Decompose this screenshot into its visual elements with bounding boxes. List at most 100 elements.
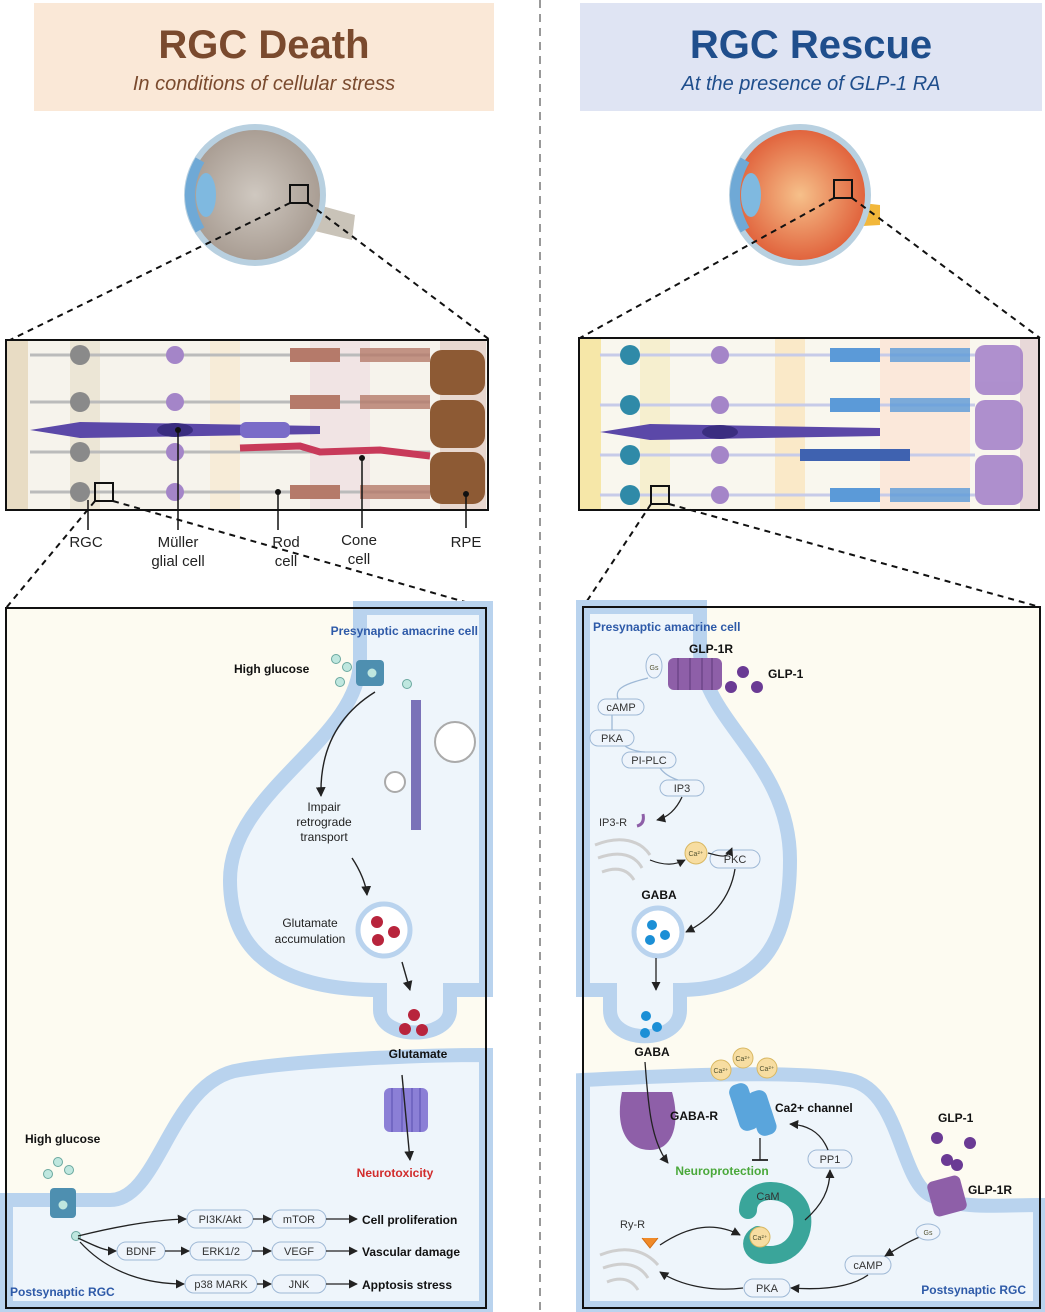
vascular-damage-label: Vascular damage bbox=[362, 1245, 460, 1259]
pill-piplc bbox=[621, 751, 677, 769]
left-glutamate-label: Glutamate bbox=[389, 1047, 448, 1061]
p38-label: p38 MARK bbox=[194, 1279, 248, 1291]
ryr-icon bbox=[641, 1237, 659, 1249]
left-subtitle: In conditions of cellular stress bbox=[133, 73, 395, 95]
left-header: RGC Death In conditions of cellular stre… bbox=[34, 3, 494, 111]
receptor-icon bbox=[384, 1088, 428, 1132]
glutamate-acc-1: Glutamate bbox=[282, 916, 338, 930]
pkc-label: PKC bbox=[724, 854, 747, 866]
vesicle-icon bbox=[384, 771, 406, 793]
zoom-line bbox=[582, 503, 652, 608]
right-title: RGC Rescue bbox=[690, 23, 932, 67]
piplc-label: PI-PLC bbox=[631, 755, 667, 767]
ca-label-1: Ca²⁺ bbox=[689, 851, 704, 858]
receptor-icon bbox=[619, 1092, 676, 1150]
vesicle-icon bbox=[355, 901, 413, 959]
right-postsynaptic-label: Postsynaptic RGC bbox=[921, 1283, 1026, 1297]
glp1r-post-label: GLP-1R bbox=[968, 1183, 1012, 1197]
glutamate-acc-2: accumulation bbox=[275, 932, 346, 946]
gs-post-label: Gs bbox=[924, 1230, 933, 1237]
label-rpe: RPE bbox=[451, 534, 482, 551]
pill-pkc bbox=[709, 849, 761, 869]
er-icon bbox=[599, 1248, 660, 1291]
zoom-line bbox=[9, 202, 291, 341]
label-rgc: RGC bbox=[69, 534, 103, 551]
pi3k-label: PI3K/Akt bbox=[199, 1214, 242, 1226]
label-rod-2: cell bbox=[275, 553, 298, 570]
label-rod-1: Rod bbox=[272, 534, 300, 551]
vesicle-icon bbox=[631, 905, 685, 959]
calcium-icons bbox=[710, 1047, 778, 1081]
eye-icon bbox=[184, 124, 355, 266]
ip3r-label: IP3-R bbox=[599, 817, 627, 829]
right-header: RGC Rescue At the presence of GLP-1 RA bbox=[580, 3, 1042, 111]
receptor-icon bbox=[668, 658, 722, 690]
calmodulin-icon bbox=[739, 1182, 812, 1265]
impair-line-3: transport bbox=[300, 830, 348, 844]
vegf-label: VEGF bbox=[284, 1246, 314, 1258]
pill-pp1 bbox=[807, 1149, 853, 1169]
glp1-molecules bbox=[725, 666, 763, 693]
zoom-line bbox=[668, 503, 1041, 608]
neurotoxicity-label: Neurotoxicity bbox=[357, 1166, 434, 1180]
cam-label: CaM bbox=[756, 1191, 779, 1203]
microtubule bbox=[411, 700, 421, 830]
zoom-line bbox=[112, 500, 487, 609]
pill-ip3 bbox=[659, 779, 705, 797]
calcium-icon bbox=[749, 1226, 771, 1248]
zoom-line bbox=[5, 500, 96, 609]
bdnf-label: BDNF bbox=[126, 1246, 156, 1258]
ca-channel-label: Ca2+ channel bbox=[775, 1101, 853, 1115]
glucose-transporter-icon bbox=[50, 1188, 76, 1218]
label-cone-1: Cone bbox=[341, 532, 377, 549]
zoom-line bbox=[307, 202, 491, 341]
left-title: RGC Death bbox=[158, 23, 369, 67]
left-presynaptic-label: Presynaptic amacrine cell bbox=[331, 624, 478, 638]
pp1-label: PP1 bbox=[820, 1154, 841, 1166]
er-icon bbox=[594, 838, 652, 881]
camp-pre-label: cAMP bbox=[606, 702, 635, 714]
right-retina-strip bbox=[578, 337, 1040, 511]
pill-camp-pre bbox=[597, 698, 645, 716]
glp1-molecules bbox=[931, 1132, 976, 1171]
right-subtitle: At the presence of GLP-1 RA bbox=[680, 73, 940, 95]
ca-channel-icon bbox=[729, 1083, 777, 1136]
mtor-label: mTOR bbox=[283, 1214, 315, 1226]
pka-post-label: PKA bbox=[756, 1283, 779, 1295]
gaba-vesicle-label: GABA bbox=[641, 888, 677, 902]
ca-label-2: Ca²⁺ bbox=[714, 1068, 729, 1075]
left-postsynaptic-label: Postsynaptic RGC bbox=[10, 1285, 115, 1299]
zoom-line bbox=[851, 197, 1041, 339]
left-retina-strip bbox=[5, 339, 489, 511]
vesicle-icon bbox=[434, 721, 476, 763]
glucose-molecules bbox=[331, 654, 412, 689]
gs-pre-label: Gs bbox=[650, 665, 659, 672]
ca-label-4: Ca²⁺ bbox=[760, 1066, 775, 1073]
ca-label-3: Ca²⁺ bbox=[736, 1056, 751, 1063]
gaba-label: GABA bbox=[634, 1045, 670, 1059]
erk-label: ERK1/2 bbox=[202, 1246, 240, 1258]
neuroprotection-label: Neuroprotection bbox=[675, 1164, 768, 1178]
left-high-glucose-pre: High glucose bbox=[234, 662, 310, 676]
ip3-label: IP3 bbox=[674, 783, 691, 795]
glp1r-pre-label: GLP-1R bbox=[689, 642, 733, 656]
impair-line-1: Impair bbox=[307, 800, 340, 814]
label-cone-2: cell bbox=[348, 551, 371, 568]
jnk-label: JNK bbox=[289, 1279, 310, 1291]
pill-camp-post bbox=[844, 1255, 892, 1275]
gaba-molecules bbox=[640, 1011, 662, 1038]
receptor-icon bbox=[927, 1175, 967, 1217]
eye-icon bbox=[729, 124, 880, 266]
gabar-label: GABA-R bbox=[670, 1109, 718, 1123]
glp1-pre-label: GLP-1 bbox=[768, 667, 804, 681]
pka-pre-label: PKA bbox=[601, 733, 624, 745]
calcium-icon bbox=[684, 841, 708, 865]
right-presynaptic-label: Presynaptic amacrine cell bbox=[593, 620, 740, 634]
label-muller-1: Müller bbox=[158, 534, 199, 551]
glutamate-molecules bbox=[399, 1009, 428, 1036]
cell-proliferation-label: Cell proliferation bbox=[362, 1213, 457, 1227]
left-high-glucose-post: High glucose bbox=[25, 1132, 101, 1146]
impair-line-2: retrograde bbox=[296, 815, 352, 829]
glucose-transporter-icon bbox=[356, 660, 384, 686]
